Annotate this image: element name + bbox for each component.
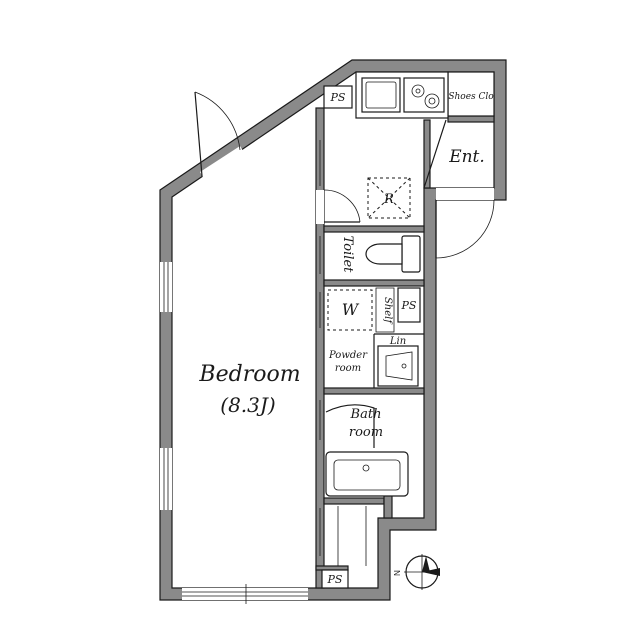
bath-room-label-line1: Bath [350,407,382,422]
north-label: N [392,570,401,576]
bath-room-label-line2: room [349,425,383,440]
shoes-closet-label: Shoes Clo [448,92,494,102]
ps-box-bottom [321,569,349,589]
bathtub-icon [325,404,409,497]
ps-label-top: PS [330,91,346,104]
entrance-label: Ent. [448,147,485,167]
wall-shoes-bottom [447,115,495,123]
wash-basin-icon [377,345,419,387]
stove-icon [403,77,445,113]
wall-powder-bath [323,387,425,395]
wall-kitchen-toilet [323,225,425,233]
wall-toilet-washroom [323,279,425,287]
refrigerator-label: R [383,192,394,207]
linen-label: Lin [389,336,406,347]
window-bedroom-left [160,262,172,510]
ps-label-bottom: PS [327,573,343,586]
entrance-step-line [423,119,447,189]
window-bedroom-bottom [182,584,308,604]
shelf-label: Shelf [382,297,393,325]
washer-label: W [342,300,360,319]
corridor-wall [315,107,325,589]
ps-label-middle: PS [401,299,417,312]
north-arrow-icon [404,554,440,590]
balcony-door [194,91,246,182]
wall-bath-storage [323,497,385,505]
powder-room-label-line1: Powder [328,350,368,361]
refrigerator-space [367,177,411,219]
powder-room-label-line2: room [335,363,361,374]
bedroom-area: (8.3J) [220,393,275,417]
shoes-closet-box [447,71,495,117]
ps-box-top [323,85,353,109]
toilet-label: Toilet [340,236,355,273]
storage-lines [337,506,367,566]
toilet-icon [365,235,421,273]
bedroom-label: Bedroom [198,362,300,387]
ps-box-middle [397,287,421,323]
shelf-box [375,287,395,333]
entrance-door [435,188,495,259]
sink-icon [361,77,401,113]
corridor-door [316,189,361,224]
wall-entrance-side [423,119,431,189]
